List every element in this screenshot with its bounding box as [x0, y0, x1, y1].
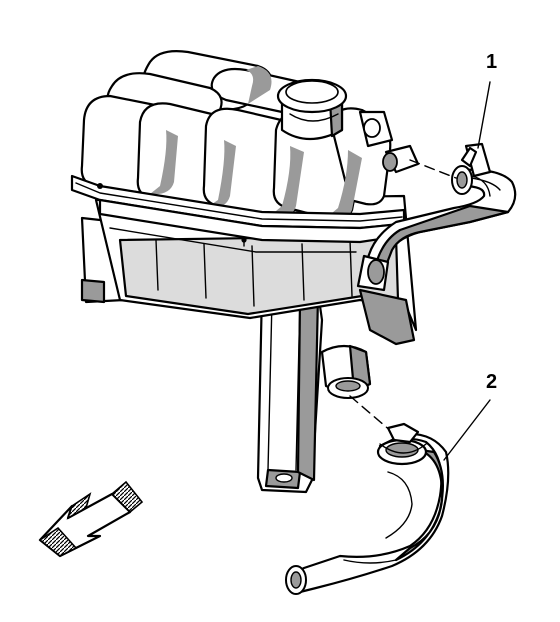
- upper-fitting: [358, 110, 420, 174]
- callout-2-label: 2: [486, 371, 498, 393]
- mounting-bracket: [256, 288, 324, 494]
- lower-hose: [285, 422, 450, 595]
- upper-hose: [356, 142, 517, 292]
- callout-1-label: 1: [486, 51, 498, 73]
- callout-2-leader: [443, 399, 491, 461]
- reservoir-tank: [70, 50, 418, 346]
- callout-1-leader: [477, 81, 491, 149]
- upper-alignment-line: [409, 159, 457, 179]
- lower-outlet: [320, 344, 372, 399]
- lower-alignment-line: [349, 395, 393, 433]
- filler-cap: [276, 78, 348, 140]
- front-direction-arrow-icon: [38, 480, 144, 558]
